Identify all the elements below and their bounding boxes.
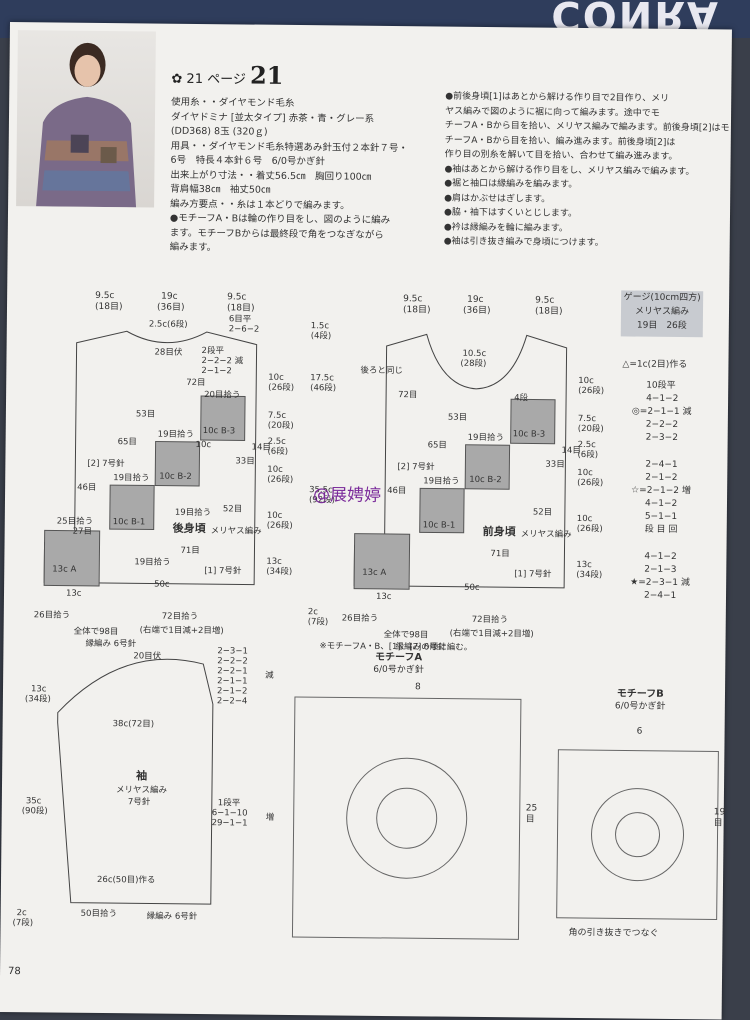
motif-a-title: モチーフA 6/0号かぎ針 xyxy=(373,651,424,676)
motif-b-flower xyxy=(591,788,685,882)
back-motif-b1 xyxy=(109,484,155,531)
back-motif-a xyxy=(43,529,101,587)
watermark: @展娉婷 xyxy=(312,485,382,506)
motif-b-note: 角の引き抜きでつなぐ xyxy=(568,927,659,939)
motif-b-side-num: 19 目 xyxy=(713,807,726,829)
motif-b-title: モチーフB 6/0号かぎ針 xyxy=(614,688,666,712)
motif-b-diagram xyxy=(556,749,719,920)
sleeve-outline xyxy=(57,658,214,905)
front-motif-b1 xyxy=(419,487,465,534)
front-motif-b2 xyxy=(464,444,511,490)
front-motif-a xyxy=(353,533,411,590)
motif-a-diagram xyxy=(291,696,522,940)
motif-a-top-num: 8 xyxy=(415,682,421,693)
motif-a-flower xyxy=(346,757,468,879)
model-illustration xyxy=(36,42,137,208)
schematics xyxy=(43,330,719,940)
back-motif-b3 xyxy=(200,395,246,441)
pattern-page: ✿ 21 ページ 21 使用糸・・ダイヤモンド毛糸 ダイヤドミナ [並太タイプ]… xyxy=(0,22,732,1020)
motif-a-side-num: 25 目 xyxy=(525,803,538,825)
motif-b-top-num: 6 xyxy=(636,726,643,737)
folio: 78 xyxy=(7,966,21,978)
model-photo xyxy=(16,30,156,208)
front-motif-b3 xyxy=(510,398,556,445)
front-body-outline xyxy=(353,333,568,589)
back-motif-b2 xyxy=(154,441,201,487)
